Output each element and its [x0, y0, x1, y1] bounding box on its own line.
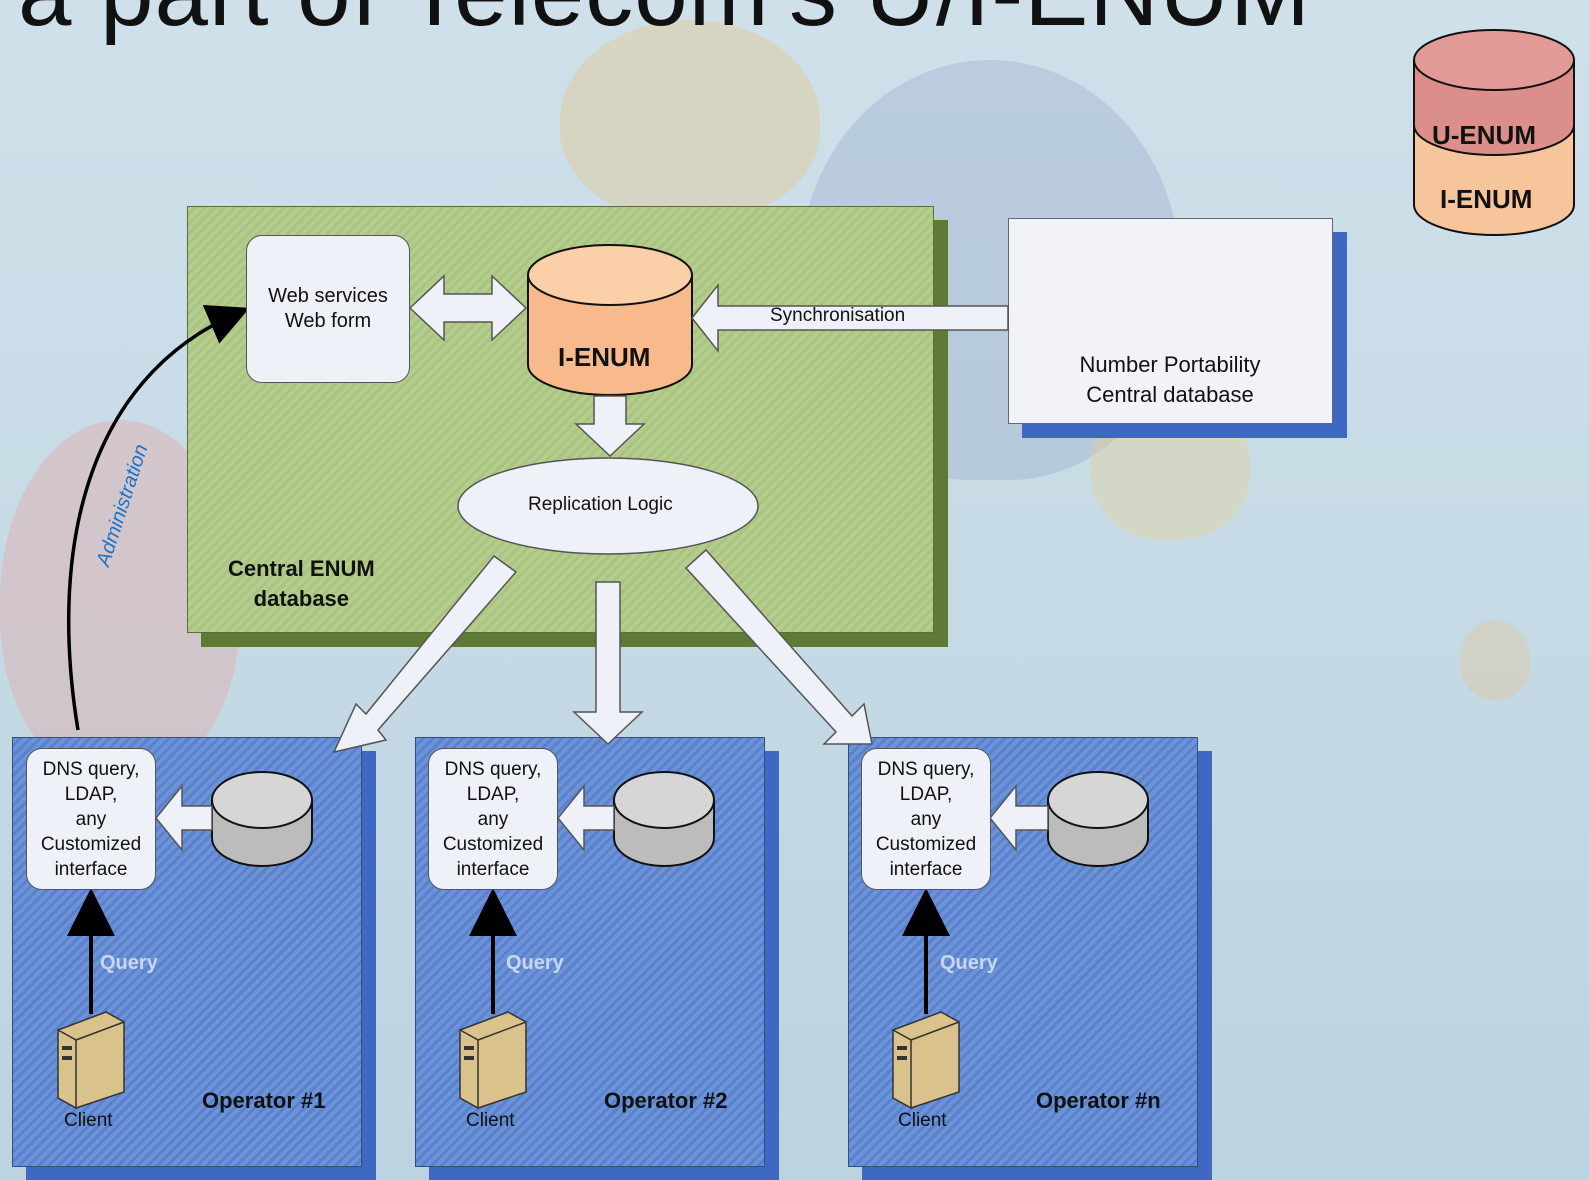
operator-n-name: Operator #n	[1036, 1088, 1161, 1113]
client-server-icon	[892, 1011, 960, 1109]
iface-line: Customized	[875, 833, 977, 855]
replication-arrow-3	[684, 548, 873, 745]
npc-label-line1: Number Portability	[1079, 352, 1261, 377]
iface-line: any	[910, 808, 942, 830]
administration-arrow	[66, 305, 250, 731]
query-label: Query	[940, 952, 998, 974]
web-form-label: Web form	[284, 310, 372, 332]
operator-2-internals	[469, 771, 715, 1014]
operator-1-internals	[67, 771, 313, 1014]
sync-label: Synchronisation	[770, 305, 906, 326]
iface-line: DNS query,	[877, 758, 975, 780]
replication-arrow-2	[572, 581, 644, 746]
operator-n-interface-box[interactable]: DNS query, LDAP, any Customized interfac…	[861, 748, 991, 890]
iface-line: DNS query,	[42, 758, 140, 780]
legend-uenum-label: U-ENUM	[1432, 120, 1536, 150]
background-balloon	[560, 20, 820, 220]
sync-arrow	[691, 282, 1009, 354]
central-enum-title-line2: database	[253, 586, 350, 611]
iface-line: interface	[456, 858, 530, 880]
central-enum-title-line1: Central ENUM	[228, 556, 375, 581]
query-label: Query	[506, 952, 564, 974]
page-title: a part of Telecom's U/I-ENUM	[18, 0, 1311, 48]
web-services-label: Web services	[268, 285, 388, 307]
central-enum-title: Central ENUM database	[228, 554, 375, 614]
legend-ienum-label: I-ENUM	[1440, 184, 1533, 214]
ienum-database-icon	[527, 244, 693, 396]
client-label: Client	[466, 1110, 515, 1131]
client-label: Client	[64, 1110, 113, 1131]
iface-line: any	[477, 808, 509, 830]
background-balloon	[1460, 620, 1530, 700]
client-server-icon	[459, 1011, 527, 1109]
replication-logic-label: Replication Logic	[528, 494, 673, 515]
replication-arrow-1	[332, 554, 518, 754]
iface-line: LDAP,	[64, 783, 118, 805]
iface-line: Customized	[40, 833, 142, 855]
iface-line: interface	[889, 858, 963, 880]
replication-ellipse	[457, 457, 759, 555]
npc-box	[1008, 218, 1333, 424]
iface-line: LDAP,	[899, 783, 953, 805]
client-label: Client	[898, 1110, 947, 1131]
double-arrow	[408, 274, 528, 342]
query-label: Query	[100, 952, 158, 974]
operator-1-interface-box[interactable]: DNS query, LDAP, any Customized interfac…	[26, 748, 156, 890]
legend-cylinder	[1413, 29, 1575, 236]
npc-label-line2: Central database	[1086, 382, 1254, 407]
iface-line: Customized	[442, 833, 544, 855]
operator-n-internals	[902, 771, 1149, 1014]
iface-line: interface	[54, 858, 128, 880]
iface-line: any	[75, 808, 107, 830]
web-services-box[interactable]: Web services Web form	[246, 235, 410, 383]
operator-1-name: Operator #1	[202, 1088, 326, 1113]
operator-2-name: Operator #2	[604, 1088, 728, 1113]
ienum-db-label: I-ENUM	[558, 342, 651, 372]
iface-line: LDAP,	[466, 783, 520, 805]
npc-label: Number Portability Central database	[1020, 350, 1320, 410]
down-arrow	[574, 395, 646, 458]
operator-2-interface-box[interactable]: DNS query, LDAP, any Customized interfac…	[428, 748, 558, 890]
iface-line: DNS query,	[444, 758, 542, 780]
client-server-icon	[57, 1011, 125, 1109]
